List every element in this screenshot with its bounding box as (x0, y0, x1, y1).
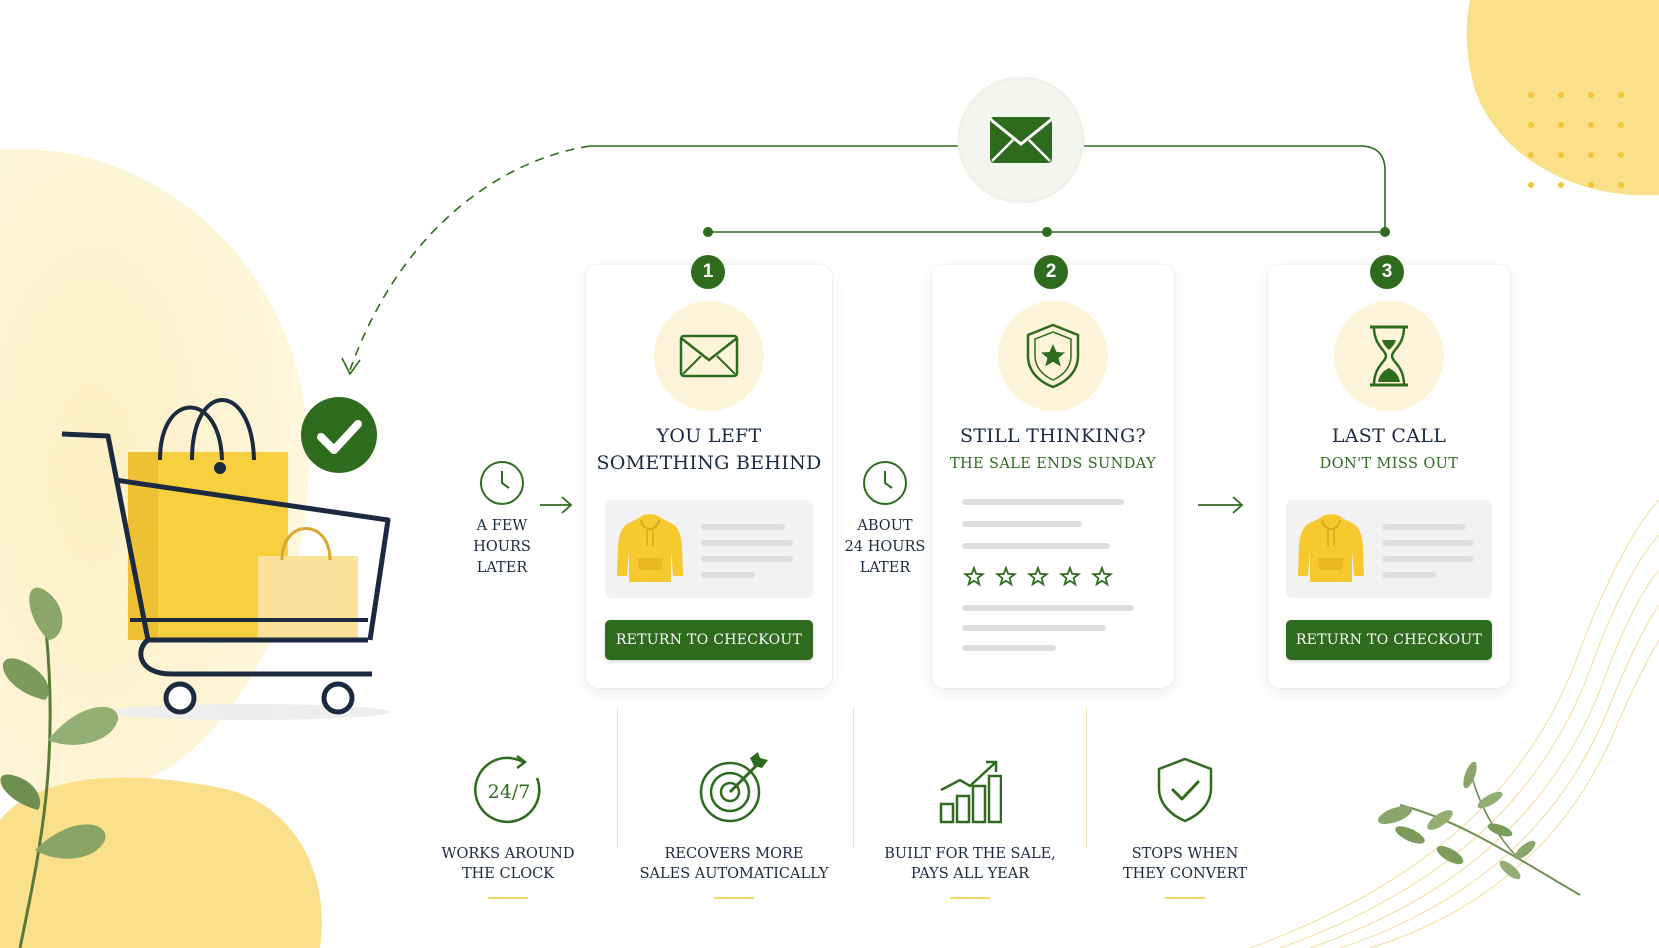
feature-stops-when-they-convert: STOPS WHEN THEY CONVERT (1075, 752, 1295, 902)
feature-recovers-more-sales: RECOVERS MORE SALES AUTOMATICALLY (624, 752, 844, 902)
feature-label: WORKS AROUND THE CLOCK (441, 846, 575, 882)
right-foliage (1377, 761, 1581, 896)
clock-icon (480, 461, 524, 505)
card-title: LAST CALL (1331, 425, 1447, 447)
star-icon (962, 565, 986, 587)
growth-chart-icon (939, 760, 1002, 824)
feature-label: RECOVERS MORE SALES AUTOMATICALLY (639, 846, 829, 882)
left-foliage (0, 587, 119, 948)
card-title: YOU LEFT SOMETHING BEHIND (586, 423, 832, 477)
card-subtitle: THE SALE ENDS SUNDAY (949, 456, 1157, 472)
step-card-1: YOU LEFT SOMETHING BEHIND RETURN TO CHEC… (586, 265, 832, 688)
dashed-arrow-head (341, 357, 361, 376)
step-badge-2: 2 (1034, 255, 1068, 289)
step-badge-3: 3 (1370, 255, 1404, 289)
card-title: STILL THINKING? (959, 425, 1147, 447)
rating-stars-svg (962, 565, 1114, 587)
card-subtitle: DON'T MISS OUT (1319, 456, 1459, 472)
feature-label: STOPS WHEN THEY CONVERT (1122, 846, 1248, 882)
shield-star-icon (1026, 323, 1080, 389)
shopping-cart-illustration (61, 397, 391, 720)
clock-icon (863, 461, 907, 505)
feature-label: BUILT FOR THE SALE, PAYS ALL YEAR (884, 846, 1056, 882)
rating-stars (960, 563, 1150, 591)
top-mail-icon (989, 117, 1053, 163)
star-icon (1090, 565, 1114, 587)
hoodie-icon (617, 514, 683, 582)
star-icon (1058, 565, 1082, 587)
hoodie-icon (1298, 514, 1364, 582)
clock-247-text: 24/7 (488, 781, 531, 803)
feature-divider (1086, 708, 1087, 848)
title-line-2: SOMETHING BEHIND (596, 452, 822, 474)
feature-divider (617, 708, 618, 848)
dot-grid (1528, 92, 1624, 188)
connector-dots (703, 227, 1390, 237)
icon-circle (1334, 301, 1444, 411)
flow-arrows (540, 496, 1244, 514)
timer-2: ABOUT 24 HOURS LATER (835, 460, 935, 590)
feature-built-for-the-sale: BUILT FOR THE SALE, PAYS ALL YEAR (860, 752, 1080, 902)
return-to-checkout-button[interactable]: RETURN TO CHECKOUT (1286, 620, 1492, 660)
clock-247-icon: 24/7 (474, 755, 541, 824)
flow-connector (349, 145, 1386, 371)
hourglass-icon (1370, 325, 1408, 387)
feature-divider (853, 708, 854, 848)
step-badge-1: 1 (691, 255, 725, 289)
envelope-icon (679, 334, 739, 378)
product-preview (605, 500, 813, 598)
star-icon (1026, 565, 1050, 587)
bottom-left-blob (0, 777, 322, 948)
title-line-1: YOU LEFT (656, 425, 762, 447)
target-arrow-icon (699, 752, 768, 823)
wave-lines (1249, 499, 1659, 948)
timer-label: ABOUT 24 HOURS LATER (844, 518, 926, 576)
step-card-2: STILL THINKING? THE SALE ENDS SUNDAY (932, 265, 1174, 688)
timer-1: A FEW HOURS LATER (452, 460, 552, 590)
feature-works-around-the-clock: 24/7 WORKS AROUND THE CLOCK (398, 752, 618, 902)
product-preview (1286, 500, 1492, 598)
top-right-blob (1466, 0, 1659, 196)
icon-circle (654, 301, 764, 411)
return-to-checkout-button[interactable]: RETURN TO CHECKOUT (605, 620, 813, 660)
star-icon (994, 565, 1018, 587)
step-card-3: LAST CALL DON'T MISS OUT RETURN TO CHECK… (1268, 265, 1510, 688)
icon-circle (998, 301, 1108, 411)
timer-label: A FEW HOURS LATER (473, 518, 531, 576)
shield-check-icon (1157, 757, 1213, 823)
